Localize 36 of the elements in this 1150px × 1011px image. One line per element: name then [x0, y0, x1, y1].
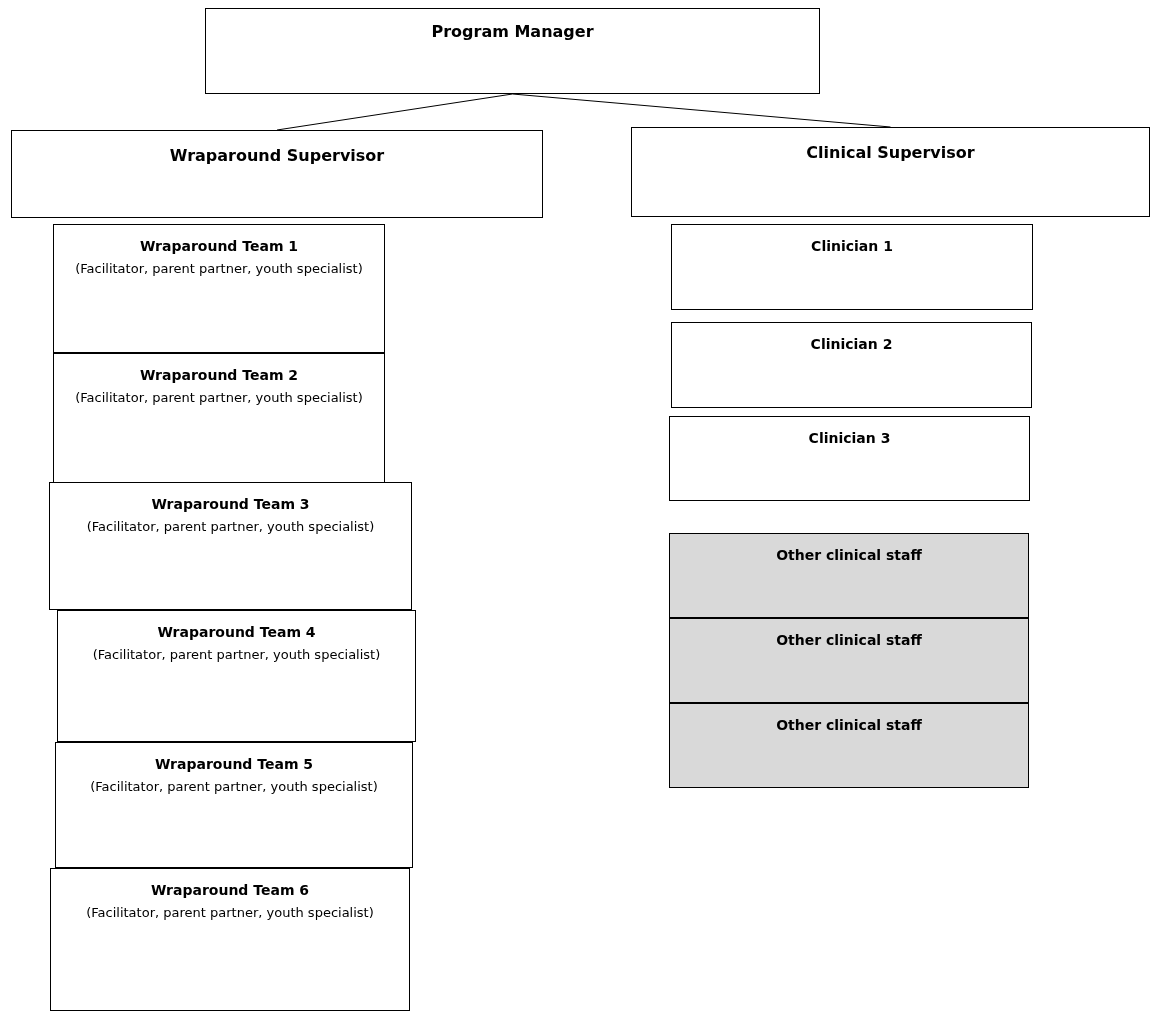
org-box [11, 130, 543, 218]
box-title: Program Manager [431, 22, 594, 43]
box-title: Other clinical staff [776, 716, 922, 735]
box-title: Other clinical staff [776, 546, 922, 565]
org-box [671, 322, 1032, 408]
org-box [53, 224, 385, 353]
org-box [55, 742, 413, 868]
org-box [671, 224, 1033, 310]
box-title: Clinician 2 [810, 335, 893, 354]
shaded-box [669, 618, 1029, 703]
box-description: (Facilitator, parent partner, youth specialist) [75, 389, 363, 408]
box-description: (Facilitator, parent partner, youth specialist) [90, 778, 378, 797]
box-title: Clinical Supervisor [806, 143, 975, 164]
box-title: Wraparound Team 4 [157, 623, 316, 642]
org-box [669, 416, 1030, 501]
box-title: Other clinical staff [776, 631, 922, 650]
org-box [49, 482, 412, 610]
shaded-box [669, 703, 1029, 788]
box-description: (Facilitator, parent partner, youth specialist) [86, 518, 375, 537]
shaded-box [669, 533, 1029, 618]
box-title: Wraparound Team 5 [154, 755, 314, 774]
box-description: (Facilitator, parent partner, youth specialist) [92, 646, 381, 665]
box-title: Wraparound Team 2 [139, 366, 299, 385]
org-box [205, 8, 820, 94]
org-box [57, 610, 416, 742]
box-description: (Facilitator, parent partner, youth specialist) [75, 260, 363, 279]
box-title: Wraparound Supervisor [169, 146, 385, 167]
box-description: (Facilitator, parent partner, youth specialist) [86, 904, 374, 923]
box-title: Wraparound Team 1 [139, 237, 299, 256]
org-box [53, 353, 385, 485]
box-title: Wraparound Team 3 [151, 495, 310, 514]
org-box [50, 868, 410, 1011]
box-title: Clinician 1 [811, 237, 893, 256]
box-title: Clinician 3 [808, 429, 891, 448]
org-box [631, 127, 1150, 217]
box-title: Wraparound Team 6 [150, 881, 310, 900]
